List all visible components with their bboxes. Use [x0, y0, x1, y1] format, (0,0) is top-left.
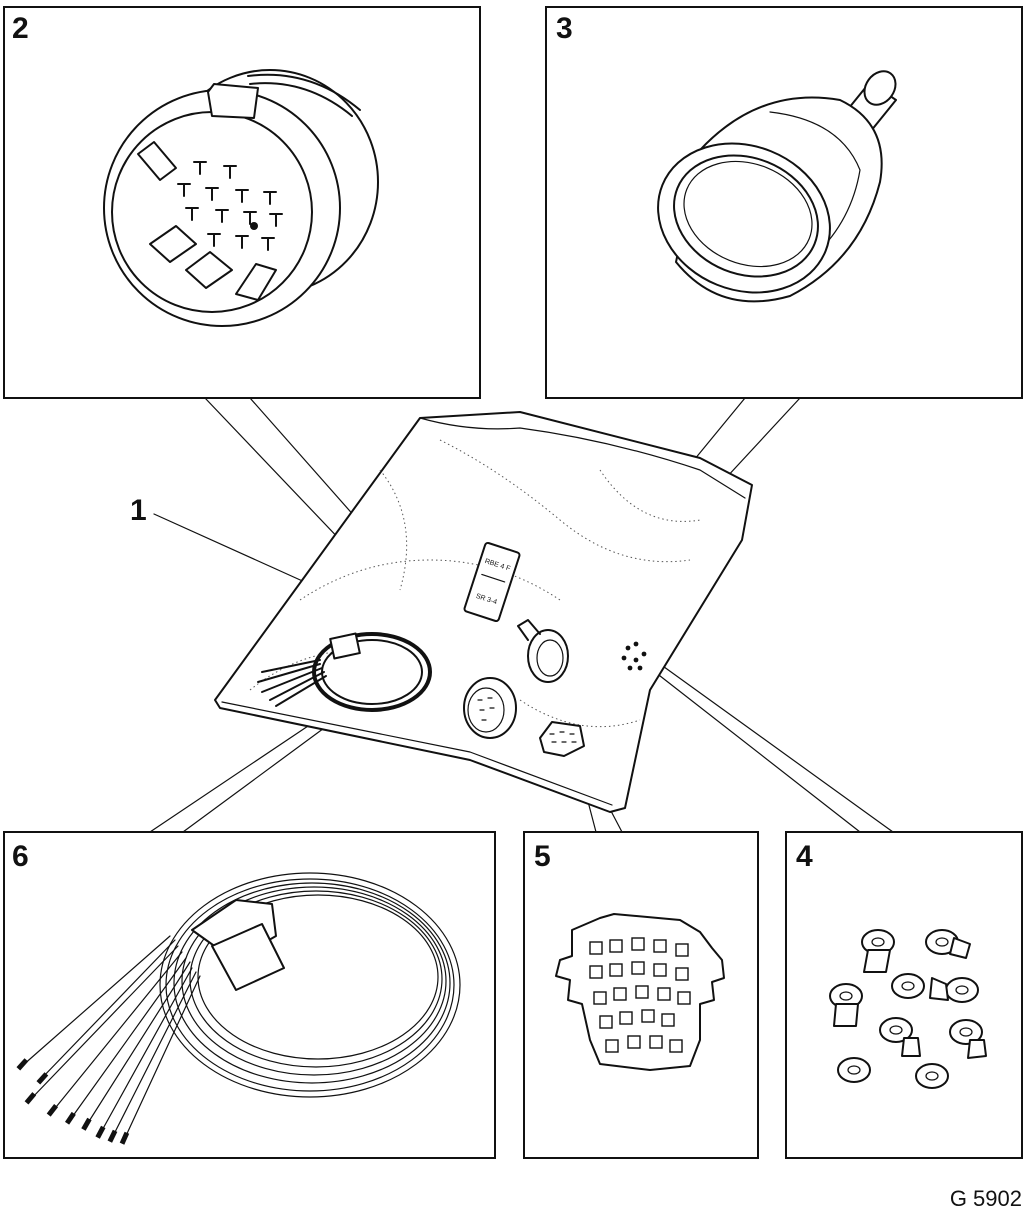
housing-latch-top	[207, 83, 259, 119]
cap-inner-rim	[673, 154, 819, 278]
seal	[925, 929, 971, 959]
seal	[949, 1019, 987, 1059]
harness-tag	[211, 923, 285, 991]
bag-crease	[379, 469, 408, 591]
housing-pin-grid	[177, 161, 283, 251]
label-card-outline	[463, 541, 521, 623]
housing-face	[467, 687, 505, 733]
seal	[915, 1063, 949, 1089]
callout-3: 3	[556, 12, 573, 45]
housing-key	[185, 251, 233, 289]
cap-opening	[683, 160, 813, 268]
bag-assembly: RBE 4 F SR 3-4	[214, 411, 753, 813]
harness-wire-ends	[257, 659, 327, 707]
bag-seals	[621, 641, 647, 671]
housing-key	[149, 225, 197, 263]
carrier-slots	[549, 731, 577, 743]
label-divider	[481, 573, 506, 583]
leader-4-right	[659, 663, 894, 833]
figure-reference: G 5902	[950, 1186, 1022, 1211]
bag-seal-edge	[419, 417, 746, 499]
seal	[837, 1057, 871, 1083]
panel-contact-carrier: 5	[523, 831, 759, 1159]
callout-1: 1	[130, 494, 147, 527]
carrier-body	[539, 721, 585, 757]
panel-frame	[3, 831, 496, 1159]
seal	[829, 983, 863, 1027]
harness-terminals	[16, 1058, 130, 1145]
bag-connector-cap	[517, 619, 569, 683]
housing-shell-band	[249, 82, 353, 117]
seal	[861, 929, 895, 973]
bag-contact-carrier	[539, 721, 585, 757]
harness-wire-ends	[21, 935, 201, 1141]
housing-latch-left	[137, 141, 177, 181]
harness-tag	[329, 632, 361, 660]
cap-stem-end	[863, 70, 897, 106]
callout-4: 4	[796, 840, 813, 873]
leader-4-left	[654, 671, 861, 833]
callout-6: 6	[12, 840, 29, 873]
panel-seals: 4	[785, 831, 1023, 1159]
housing-pins	[477, 697, 495, 721]
housing-shell-band	[247, 73, 361, 111]
panel-connector-housing: 2	[3, 6, 481, 399]
seal	[929, 977, 979, 1003]
bag-wire-harness	[257, 632, 432, 712]
panel-connector-cap: 3	[545, 6, 1023, 399]
bag-bottom-edge	[221, 701, 613, 806]
cap-opening	[536, 639, 564, 677]
seal	[879, 1017, 921, 1057]
panel-wire-harness: 6	[3, 831, 496, 1159]
bag-connector-housing	[463, 677, 517, 739]
callout-5: 5	[534, 840, 551, 873]
cap-stem	[517, 619, 541, 641]
leader-6-left	[149, 717, 321, 833]
bag-crease	[439, 439, 691, 563]
seal	[891, 973, 925, 999]
carrier-slots	[589, 937, 691, 1053]
bag-label-card: RBE 4 F SR 3-4	[463, 541, 521, 623]
leader-6-right	[182, 719, 336, 833]
leader-1	[153, 513, 319, 589]
housing-index-dot	[250, 222, 258, 230]
cap-rim	[527, 629, 569, 683]
housing-key	[235, 263, 277, 301]
callout-2: 2	[12, 12, 29, 45]
